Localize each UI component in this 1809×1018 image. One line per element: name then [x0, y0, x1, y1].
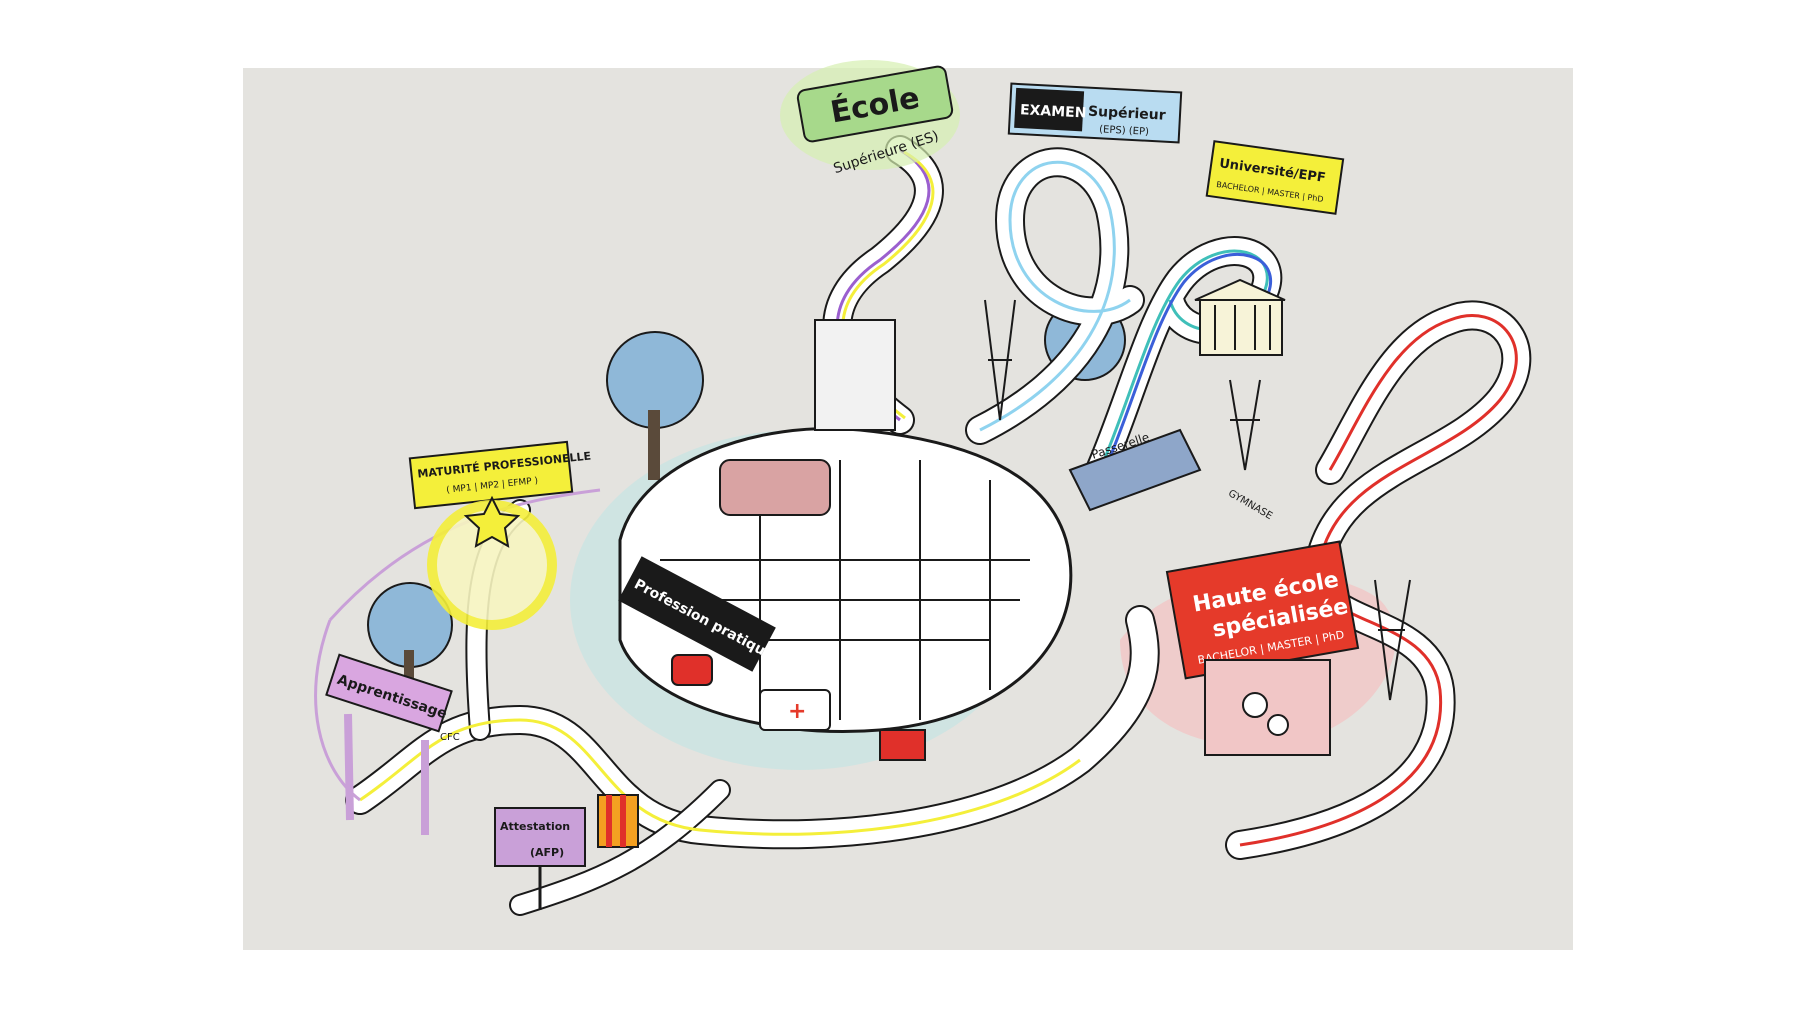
striped-booth [597, 794, 639, 848]
examen-part1: EXAMEN [1020, 102, 1087, 121]
attestation-title: Attestation [500, 820, 570, 833]
ecole-sign: École Supérieure (ES) [780, 60, 960, 177]
examen-part2: Supérieur [1088, 104, 1166, 124]
apprentissage-code: CFC [440, 732, 460, 743]
examen-codes: (EPS) (EP) [1099, 124, 1149, 138]
svg-text:+: + [788, 699, 806, 724]
maturite-sign: MATURITÉ PROFESSIONELLE ( MP1 | MP2 | EF… [408, 440, 592, 630]
universite-sign: Université/EPF BACHELOR | MASTER | PhD [1205, 140, 1345, 215]
attestation-sign: Attestation (AFP) [494, 807, 586, 910]
university-building [1194, 278, 1286, 356]
attestation-code: (AFP) [530, 846, 564, 859]
passerelle-bridge: Passerelle [1068, 428, 1202, 512]
scaffolds [984, 299, 1411, 701]
hes-sign: Haute école spécialisée BACHELOR | MASTE… [1165, 540, 1360, 756]
examen-sign: EXAMEN Supérieur (EPS) (EP) [1007, 82, 1183, 144]
